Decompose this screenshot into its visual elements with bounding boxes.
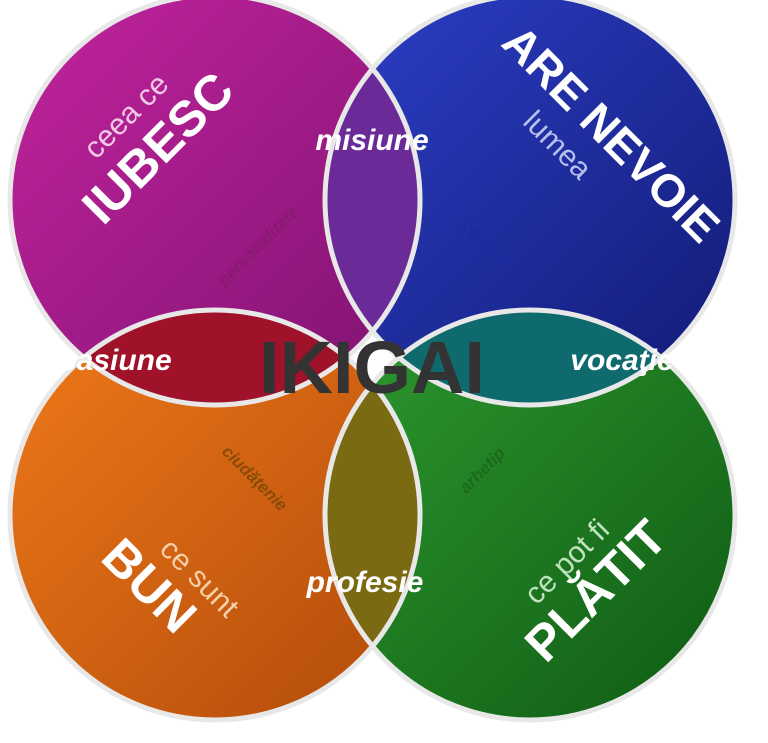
label-profesie: profesie [306, 566, 424, 599]
label-vocatie: vocaţie [570, 344, 673, 377]
circle-love [10, 0, 420, 405]
label-misiune: misiune [315, 124, 428, 157]
label-pasiune: pasiune [57, 344, 171, 377]
center-title: IKIGAI [259, 326, 485, 409]
circle-good [10, 310, 420, 720]
circle-outlines [7, 0, 738, 723]
circle-needs [325, 0, 735, 405]
circle-paid [325, 310, 735, 720]
